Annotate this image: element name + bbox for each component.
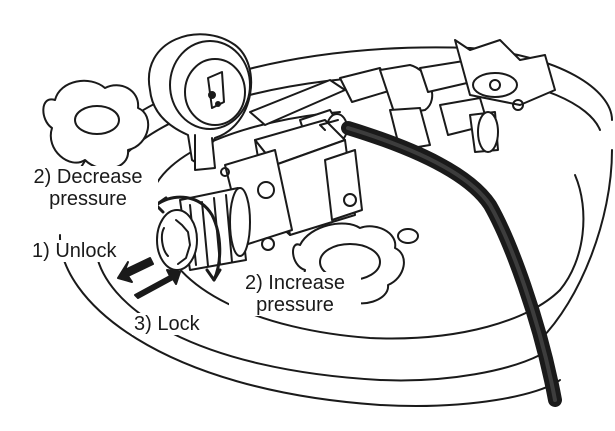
unlock-arrow xyxy=(117,257,154,283)
pressure-gauge xyxy=(147,33,253,171)
increase-line-1: 2) Increase xyxy=(244,272,346,294)
decrease-line-1: 2) Decrease xyxy=(33,166,143,188)
lock-label: 3) Lock xyxy=(132,313,202,335)
upper-knob xyxy=(42,79,150,170)
unlock-label: 1) Unlock xyxy=(30,240,119,262)
decrease-pressure-label: 2) Decrease pressure xyxy=(18,166,158,210)
increase-pressure-label: 2) Increase pressure xyxy=(229,272,361,316)
lock-arrow xyxy=(134,269,181,299)
adjusting-knob xyxy=(156,187,251,271)
decrease-line-2: pressure xyxy=(49,188,127,210)
increase-line-2: pressure xyxy=(256,294,334,316)
hose xyxy=(341,121,562,407)
